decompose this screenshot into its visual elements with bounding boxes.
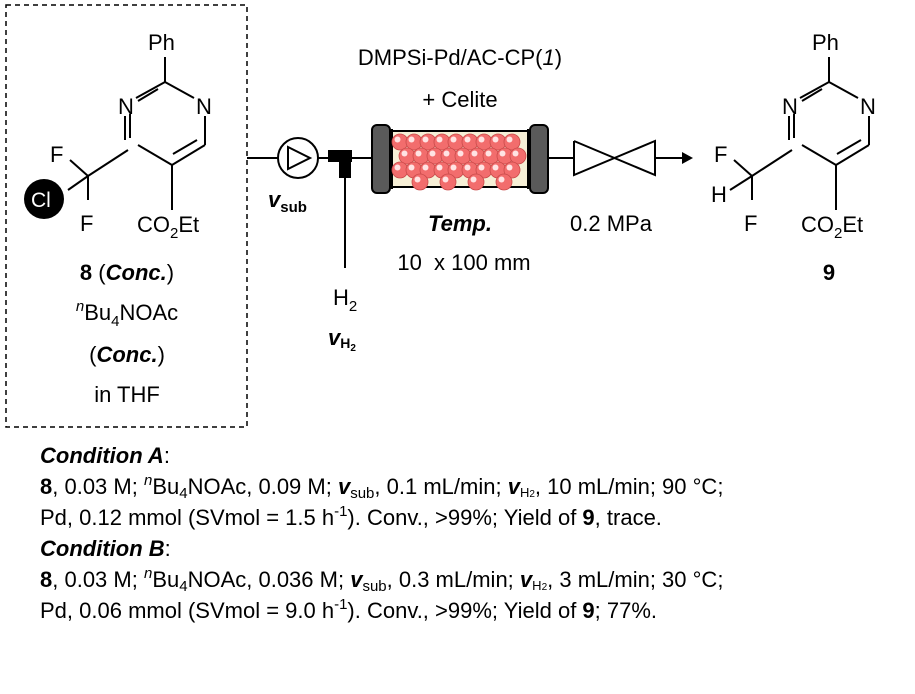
reactant-solvent-label: in THF	[94, 382, 160, 407]
catalyst-bead	[495, 173, 513, 191]
celite-label: + Celite	[422, 87, 497, 112]
product-f-top: F	[714, 142, 727, 167]
chlorine-badge-icon	[24, 179, 64, 219]
condition-a-heading: Condition A:	[40, 443, 170, 468]
product-h-label: H	[711, 182, 727, 207]
back-pressure-regulator-icon	[573, 139, 656, 177]
catalyst-bead-highlight	[478, 164, 485, 171]
catalyst-bead-highlight	[485, 150, 492, 157]
product-n-left: N	[782, 94, 798, 119]
catalyst-bead-highlight	[470, 176, 477, 183]
catalyst-bead	[439, 173, 457, 191]
catalyst-bead	[467, 173, 485, 191]
catalyst-bead-highlight	[492, 164, 499, 171]
catalyst-bead-highlight	[457, 150, 464, 157]
reactant-n-left: N	[118, 94, 134, 119]
catalyst-bead-highlight	[464, 136, 471, 143]
catalyst-bead-highlight	[394, 136, 401, 143]
catalyst-bead	[411, 173, 429, 191]
reactant-conc-label-2: (Conc.)	[89, 342, 165, 367]
catalyst-bead-highlight	[442, 176, 449, 183]
reactant-label-line1: 8 (Conc.)	[80, 260, 174, 285]
catalyst-bead-highlight	[450, 136, 457, 143]
catalyst-bead-highlight	[422, 164, 429, 171]
packed-column-icon	[371, 124, 549, 194]
product-ph-label: Ph	[812, 30, 839, 55]
reactant-additive-label: nBu4NOAc	[76, 298, 178, 330]
catalyst-bead-highlight	[450, 164, 457, 171]
condition-b-line-2: Pd, 0.06 mmol (SVmol = 9.0 h-1). Conv., …	[40, 596, 658, 623]
flow-lines	[247, 157, 682, 268]
catalyst-bead-highlight	[394, 164, 401, 171]
catalyst-bead-highlight	[414, 176, 421, 183]
product-ester: CO2Et	[801, 212, 863, 242]
h2-gas-label: H2	[333, 285, 357, 315]
catalyst-bead-highlight	[506, 164, 513, 171]
temperature-label: Temp.	[428, 211, 492, 236]
reactant-cl-label: Cl	[31, 189, 51, 212]
catalyst-bead-highlight	[401, 150, 408, 157]
condition-b-line-1: 8, 0.03 M; nBu4NOAc, 0.036 M; vsub, 0.3 …	[40, 565, 724, 595]
substrate-flow-rate-label: vsub	[268, 187, 307, 216]
catalyst-bead-highlight	[436, 164, 443, 171]
catalyst-bead-highlight	[436, 136, 443, 143]
catalyst-bead-highlight	[422, 136, 429, 143]
catalyst-bead-highlight	[415, 150, 422, 157]
catalyst-bead-highlight	[506, 136, 513, 143]
reactant-f-top: F	[50, 142, 63, 167]
product-f-bottom: F	[744, 211, 757, 236]
catalyst-bead-highlight	[408, 136, 415, 143]
catalyst-bead-highlight	[512, 150, 519, 157]
product-n-right: N	[860, 94, 876, 119]
reactant-dashed-box	[5, 4, 248, 428]
t-mixer-icon	[328, 150, 352, 178]
catalyst-bead	[503, 133, 521, 151]
catalyst-bead-highlight	[443, 150, 450, 157]
flow-arrow-icon	[682, 152, 693, 164]
condition-a-line-1: 8, 0.03 M; nBu4NOAc, 0.09 M; vsub, 0.1 m…	[40, 472, 724, 502]
catalyst-bead-highlight	[429, 150, 436, 157]
catalyst-bead	[509, 147, 527, 165]
catalyst-bead-highlight	[464, 164, 471, 171]
reactant-ph-label: Ph	[148, 30, 175, 55]
column-size-label: 10 x 100 mm	[397, 250, 530, 275]
catalyst-bead-highlight	[499, 150, 506, 157]
product-structure	[729, 57, 870, 210]
h2-flow-rate-label: vH2	[328, 325, 356, 354]
reaction-scheme: Ph N N F Cl F CO2Et 8 (Conc.) nBu4NOAc (…	[5, 4, 876, 428]
catalyst-bead-highlight	[492, 136, 499, 143]
reactant-f-bottom: F	[80, 211, 93, 236]
pressure-label: 0.2 MPa	[570, 211, 653, 236]
catalyst-bead-highlight	[478, 136, 485, 143]
condition-a-line-2: Pd, 0.12 mmol (SVmol = 1.5 h-1). Conv., …	[40, 503, 662, 530]
catalyst-bead-highlight	[498, 176, 505, 183]
catalyst-bead-highlight	[408, 164, 415, 171]
conditions-section: Condition A: 8, 0.03 M; nBu4NOAc, 0.09 M…	[40, 440, 910, 626]
catalyst-bead-highlight	[471, 150, 478, 157]
reactant-n-right: N	[196, 94, 212, 119]
reactant-structure	[67, 57, 206, 210]
pump-icon	[277, 137, 319, 179]
catalyst-beads	[391, 133, 527, 191]
product-compound-number: 9	[823, 260, 835, 285]
reactant-ester: CO2Et	[137, 212, 199, 242]
catalyst-label: DMPSi-Pd/AC-CP(1)	[358, 45, 562, 70]
condition-b-heading: Condition B:	[40, 536, 171, 561]
